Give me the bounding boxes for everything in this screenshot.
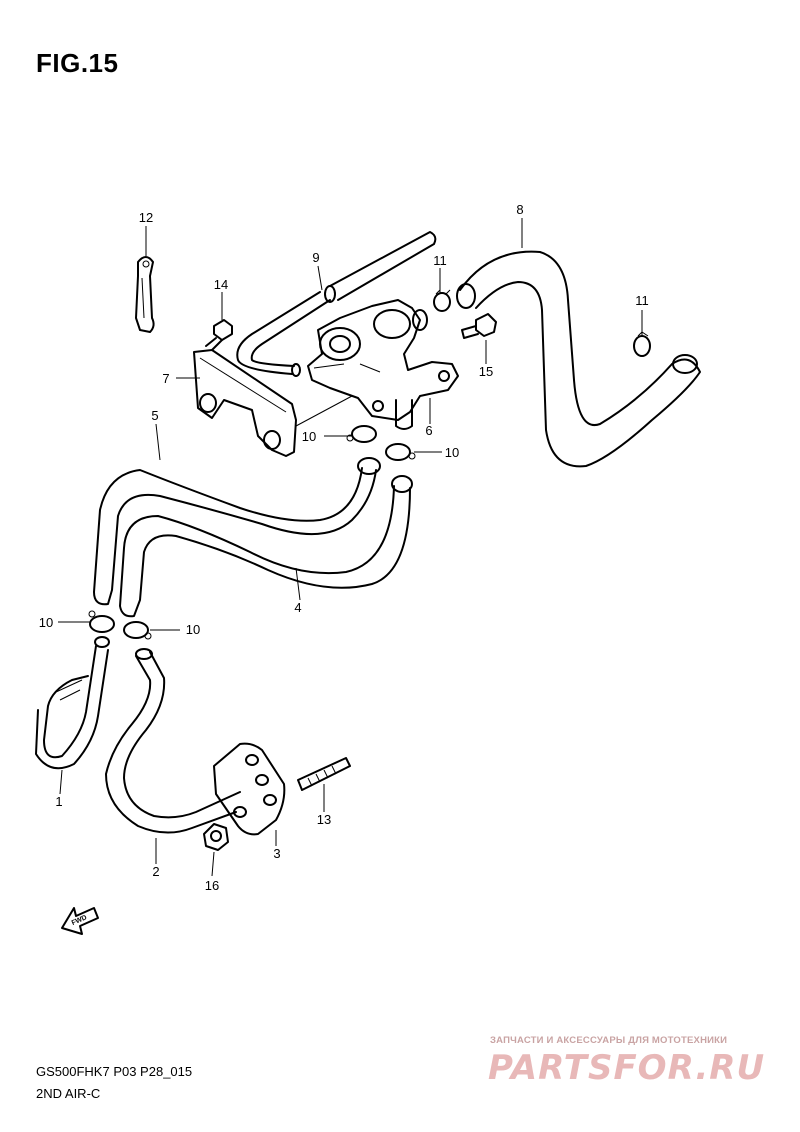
callout-10-a: 10 bbox=[302, 429, 316, 444]
part-10-clip-c bbox=[88, 610, 115, 633]
callout-7: 7 bbox=[162, 371, 169, 386]
part-11-clip-a bbox=[433, 289, 451, 312]
leader-lines bbox=[58, 218, 643, 877]
callout-4: 4 bbox=[294, 600, 301, 615]
callout-numbers: 12 14 7 9 8 11 11 15 6 10 10 5 4 10 10 1… bbox=[39, 202, 649, 893]
watermark-tagline: ЗАПЧАСТИ И АКСЕССУАРЫ ДЛЯ МОТОТЕХНИКИ bbox=[490, 1035, 728, 1046]
part-5-long-hose bbox=[93, 457, 381, 606]
part-3-flange bbox=[213, 742, 286, 836]
callout-9: 9 bbox=[312, 250, 319, 265]
part-14-bolt bbox=[205, 319, 233, 351]
callout-13: 13 bbox=[317, 812, 331, 827]
callout-10-c: 10 bbox=[39, 615, 53, 630]
callout-14: 14 bbox=[214, 277, 228, 292]
part-13-stud bbox=[297, 757, 351, 791]
watermark-brand: PARTSFOR.RU bbox=[488, 1048, 766, 1088]
callout-2: 2 bbox=[152, 864, 159, 879]
callout-12: 12 bbox=[139, 210, 153, 225]
callout-8: 8 bbox=[516, 202, 523, 217]
part-15-bolt bbox=[461, 313, 497, 339]
part-6-air-valve bbox=[307, 299, 459, 430]
callout-11-a: 11 bbox=[433, 253, 447, 268]
callout-11-b: 11 bbox=[635, 293, 649, 308]
part-10-clip-a bbox=[346, 425, 377, 443]
part-2-pipe bbox=[105, 648, 241, 834]
callout-3: 3 bbox=[273, 846, 280, 861]
part-12-clamp bbox=[135, 256, 155, 333]
section-name: 2ND AIR-C bbox=[36, 1086, 101, 1101]
fwd-label: FWD bbox=[71, 914, 88, 927]
callout-5: 5 bbox=[151, 408, 158, 423]
part-9-small-hose bbox=[236, 231, 437, 377]
part-1-pipe bbox=[35, 636, 110, 770]
callout-10-d: 10 bbox=[186, 622, 200, 637]
callout-16: 16 bbox=[205, 878, 219, 893]
callout-10-b: 10 bbox=[445, 445, 459, 460]
figure-title: FIG.15 bbox=[36, 48, 119, 78]
fwd-arrow-icon: FWD bbox=[61, 907, 99, 935]
part-8-large-hose bbox=[456, 250, 701, 468]
callout-1: 1 bbox=[55, 794, 62, 809]
callout-15: 15 bbox=[479, 364, 493, 379]
part-4-long-hose bbox=[119, 475, 413, 618]
part-16-nut bbox=[203, 823, 229, 851]
part-7-bracket bbox=[193, 349, 297, 457]
part-10-clip-d bbox=[123, 621, 152, 640]
model-code: GS500FHK7 P03 P28_015 bbox=[36, 1064, 193, 1079]
callout-6: 6 bbox=[425, 423, 432, 438]
part-10-clip-b bbox=[385, 443, 416, 461]
